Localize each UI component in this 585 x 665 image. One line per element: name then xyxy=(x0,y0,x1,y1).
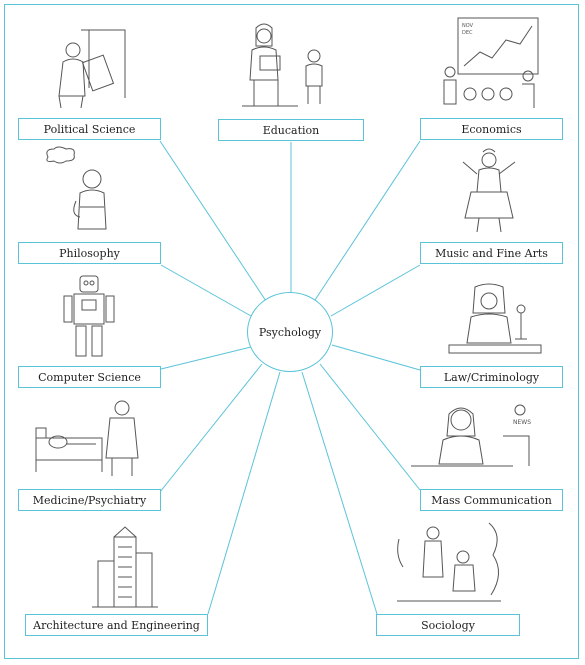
connector-mass-communication xyxy=(319,363,421,491)
economics-chart-label-nov: NOV xyxy=(462,23,474,29)
field-label: Computer Science xyxy=(38,370,141,384)
field-label: Education xyxy=(262,123,320,137)
law-criminology-illustration xyxy=(448,283,542,354)
field-label: Political Science xyxy=(43,122,136,136)
news-badge-text: NEWS xyxy=(513,419,531,426)
connector-economics xyxy=(314,140,421,301)
mass-communication-illustration: NEWS xyxy=(411,404,531,467)
connector-sociology xyxy=(301,371,378,615)
field-label: Sociology xyxy=(421,618,475,632)
field-label: Philosophy xyxy=(59,246,120,260)
architecture-and-engineering-illustration xyxy=(92,526,158,608)
connector-music xyxy=(330,264,421,317)
field-box-philosophy: Philosophy xyxy=(18,242,161,264)
field-box-political-science: Political Science xyxy=(18,118,161,140)
field-box-education: Education xyxy=(218,119,364,141)
diagram-frame xyxy=(4,4,579,659)
field-box-computer-science: Computer Science xyxy=(18,366,161,388)
music-and-fine-arts-illustration xyxy=(462,148,516,233)
connector-medicine xyxy=(159,363,263,493)
medicine-psychiatry-illustration xyxy=(35,400,139,476)
field-label: Architecture and Engineering xyxy=(33,618,200,632)
economics-chart-label-dec: DEC xyxy=(462,30,473,36)
field-box-sociology: Sociology xyxy=(376,614,520,636)
field-box-music-and-fine-arts: Music and Fine Arts xyxy=(420,242,563,264)
field-box-law-criminology: Law/Criminology xyxy=(420,366,563,388)
center-node-psychology: Psychology xyxy=(247,292,333,372)
field-label: Economics xyxy=(461,122,522,136)
connector-computer-science xyxy=(160,346,252,370)
philosophy-illustration xyxy=(46,146,107,230)
field-box-architecture-and-engineering: Architecture and Engineering xyxy=(25,614,208,636)
field-label: Law/Criminology xyxy=(443,370,540,384)
field-box-economics: Economics xyxy=(420,118,563,140)
connector-political-science xyxy=(159,140,267,302)
computer-science-illustration xyxy=(63,275,115,357)
connector-law xyxy=(331,344,421,371)
connector-philosophy xyxy=(160,264,252,317)
economics-illustration: NOV DEC xyxy=(443,17,539,108)
field-box-medicine-psychiatry: Medicine/Psychiatry xyxy=(18,489,161,511)
center-label: Psychology xyxy=(258,325,322,339)
political-science-illustration xyxy=(58,29,126,109)
sociology-illustration xyxy=(397,522,501,602)
field-label: Music and Fine Arts xyxy=(435,246,548,260)
field-label: Medicine/Psychiatry xyxy=(32,493,147,507)
education-illustration xyxy=(242,23,323,107)
field-box-mass-communication: Mass Communication xyxy=(420,489,563,511)
connector-architecture xyxy=(207,371,281,615)
field-label: Mass Communication xyxy=(431,493,552,507)
